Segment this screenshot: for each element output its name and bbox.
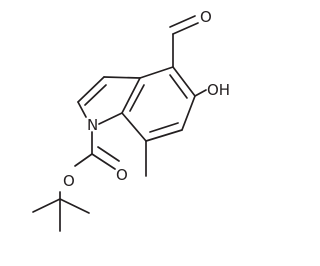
bond-c5-oh <box>194 89 207 97</box>
bond-c3a-c3 <box>103 76 141 79</box>
bond-carbonyl-o-1 <box>91 153 116 170</box>
bond-cho-o-2 <box>169 15 196 28</box>
bond-c4-c5-inner <box>169 74 188 99</box>
bond-carbonyl-ester-o <box>74 153 93 167</box>
bond-c7a-c3a <box>121 77 141 114</box>
hydroxyl-label: OH <box>207 81 230 99</box>
bond-c4-c5 <box>172 66 196 97</box>
bond-c7-c7a <box>121 112 147 142</box>
chemical-structure-diagram: O OH N O O <box>32 8 230 232</box>
carbonyl-oxygen-label: O <box>116 166 128 184</box>
bond-c3a-c4 <box>139 66 174 79</box>
bond-c7a-c3a-inner <box>129 84 145 112</box>
bond-n1-c7a <box>98 112 123 125</box>
bond-cho-o-1 <box>172 22 199 35</box>
aldehyde-oxygen-label: O <box>200 8 212 26</box>
bond-c5-c6 <box>181 95 196 131</box>
bond-tbutyl-right <box>59 198 90 214</box>
nitrogen-label: N <box>87 116 98 134</box>
bond-c3-c2-inner <box>84 84 107 106</box>
bond-c3-c2 <box>77 76 105 103</box>
bond-tbutyl-left <box>32 198 61 213</box>
bond-c6-c7 <box>145 129 183 142</box>
bond-c2-n1 <box>77 101 87 118</box>
ester-oxygen-label: O <box>63 172 75 190</box>
bond-carbonyl-o-2 <box>97 146 120 162</box>
bond-c6-c7-inner <box>149 122 179 133</box>
